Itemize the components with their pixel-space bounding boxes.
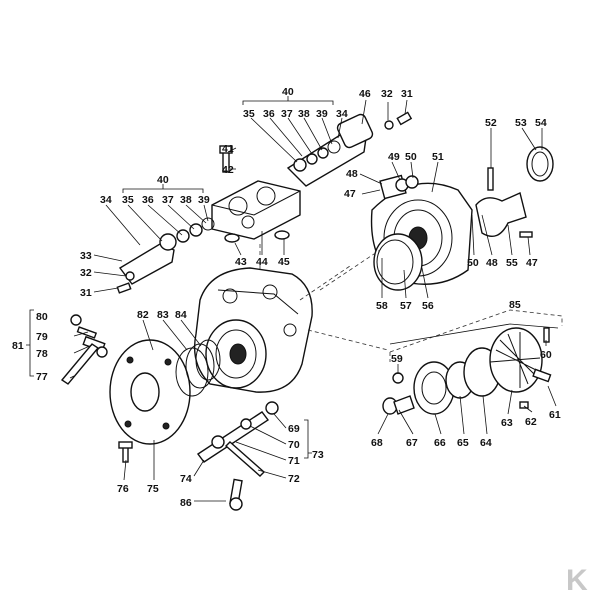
callout-63: 63 — [501, 417, 513, 429]
callout-57: 57 — [400, 300, 412, 312]
callout-33: 33 — [80, 250, 92, 262]
callout-47-lower: 47 — [526, 257, 538, 269]
callout-46: 46 — [359, 88, 371, 100]
callout-61: 61 — [549, 409, 561, 421]
leader-lines — [69, 99, 557, 502]
callout-47-upper: 47 — [344, 188, 356, 200]
callout-36-upper: 36 — [263, 108, 275, 120]
callout-50-lower: 50 — [467, 257, 479, 269]
callout-37-lower: 37 — [162, 194, 174, 206]
callout-85: 85 — [509, 299, 521, 311]
callout-39-upper: 39 — [316, 108, 328, 120]
callout-31-lower: 31 — [80, 287, 92, 299]
callout-77: 77 — [36, 371, 48, 383]
callout-44: 44 — [256, 256, 268, 268]
regulator-assembly — [382, 309, 563, 415]
callout-39-lower: 39 — [198, 194, 210, 206]
callout-65: 65 — [457, 437, 469, 449]
callout-68: 68 — [371, 437, 383, 449]
callout-36-lower: 36 — [142, 194, 154, 206]
callout-64: 64 — [480, 437, 492, 449]
callout-86: 86 — [180, 497, 192, 509]
callout-49: 49 — [388, 151, 400, 163]
callout-38-upper: 38 — [298, 108, 310, 120]
callout-82: 82 — [137, 309, 149, 321]
pump-casing — [370, 146, 554, 291]
assembly-guide-lines — [259, 244, 389, 351]
callout-60: 60 — [540, 349, 552, 361]
callout-62: 62 — [525, 416, 537, 428]
callout-31-upper: 31 — [401, 88, 413, 100]
brand-logo: K — [566, 564, 588, 597]
callout-35-upper: 35 — [243, 108, 255, 120]
callout-75: 75 — [147, 483, 159, 495]
callout-48-lower: 48 — [486, 257, 498, 269]
callout-84: 84 — [175, 309, 187, 321]
bypass-lever-assembly — [196, 401, 279, 511]
callout-45: 45 — [278, 256, 290, 268]
callout-brackets — [26, 96, 559, 459]
callout-42: 42 — [222, 164, 234, 176]
callout-80: 80 — [36, 311, 48, 323]
callout-34-lower: 34 — [100, 194, 112, 206]
callout-37-upper: 37 — [281, 108, 293, 120]
callout-40-lower: 40 — [157, 174, 169, 186]
callout-48-upper: 48 — [346, 168, 358, 180]
callout-55: 55 — [506, 257, 518, 269]
left-lever-assembly — [60, 314, 108, 385]
brand-mark: K — [566, 564, 588, 597]
callout-78: 78 — [36, 348, 48, 360]
callout-32-lower: 32 — [80, 267, 92, 279]
callout-34-upper: 34 — [336, 108, 348, 120]
callout-74: 74 — [180, 473, 192, 485]
callout-76: 76 — [117, 483, 129, 495]
callout-56: 56 — [422, 300, 434, 312]
callout-40-upper: 40 — [282, 86, 294, 98]
callout-72: 72 — [288, 473, 300, 485]
lower-valve-set — [116, 217, 215, 294]
callout-41: 41 — [222, 143, 234, 155]
callout-50-upper: 50 — [405, 151, 417, 163]
callout-labels: 40 35 36 37 38 39 34 46 32 31 41 42 48 4… — [12, 86, 561, 509]
callout-73: 73 — [312, 449, 324, 461]
upper-valve-assembly — [286, 111, 413, 187]
callout-59: 59 — [391, 353, 403, 365]
callout-51: 51 — [432, 151, 444, 163]
callout-43: 43 — [235, 256, 247, 268]
callout-54: 54 — [535, 117, 547, 129]
callout-58: 58 — [376, 300, 388, 312]
cylinder-head — [211, 145, 301, 243]
callout-32-upper: 32 — [381, 88, 393, 100]
callout-79: 79 — [36, 331, 48, 343]
callout-53: 53 — [515, 117, 527, 129]
flange-assembly — [109, 339, 221, 463]
callout-81: 81 — [12, 340, 24, 352]
callout-69: 69 — [288, 423, 300, 435]
callout-52: 52 — [485, 117, 497, 129]
callout-35-lower: 35 — [122, 194, 134, 206]
callout-70: 70 — [288, 439, 300, 451]
callout-71: 71 — [288, 455, 300, 467]
pump-body — [193, 267, 313, 393]
callout-67: 67 — [406, 437, 418, 449]
callout-38-lower: 38 — [180, 194, 192, 206]
callout-83: 83 — [157, 309, 169, 321]
callout-66: 66 — [434, 437, 446, 449]
